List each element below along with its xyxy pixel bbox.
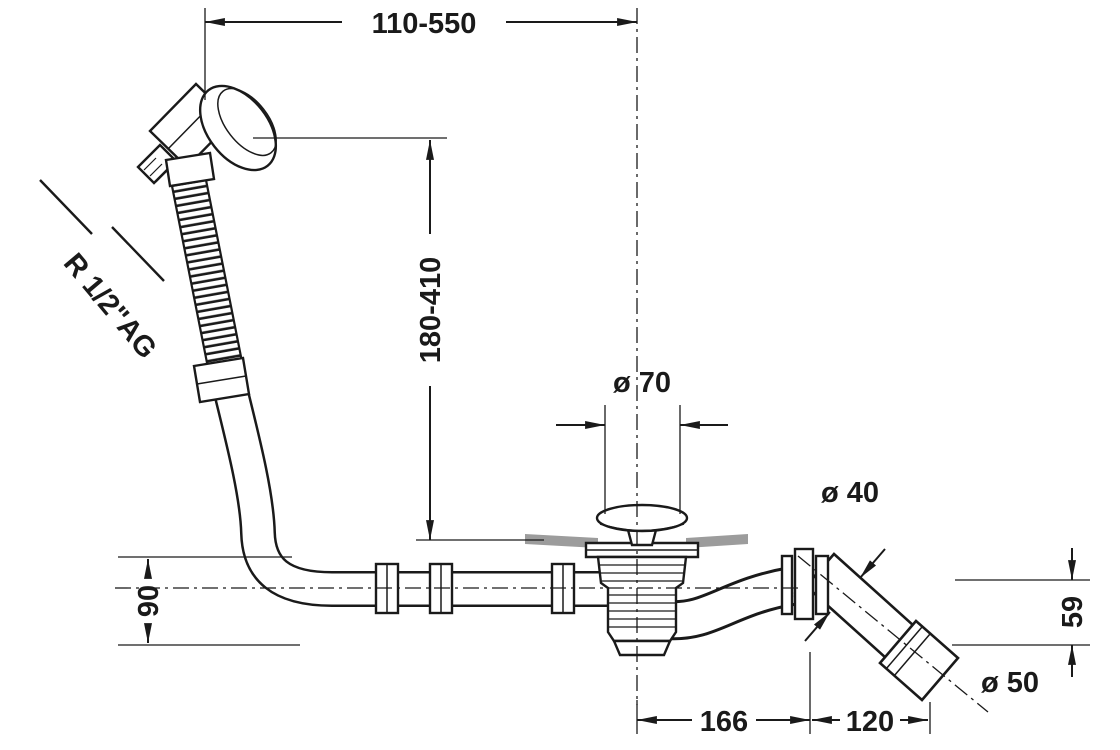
tub-surface-right [686,534,748,548]
waste-outlet-sweep [666,566,796,641]
dim-overflow-height: 180-410 [253,137,544,541]
waste-body [584,541,700,657]
thread-label: R 1/2"AG [39,179,165,365]
dim-label-overflow-height: 180-410 [415,257,447,363]
outlet-coupling [878,619,960,702]
dim-outlet-pipe-diameter: ø 40 [804,477,886,642]
dim-outlet-end-height: 59 [955,548,1090,677]
hose-connector [164,151,216,188]
waste-bottom-cap [612,639,672,657]
drain-plug [595,503,689,547]
dim-hose-reach: 110-550 [204,8,637,100]
dim-label-waste-diameter: ø 70 [613,367,671,399]
dim-label-outlet-end-diameter: ø 50 [981,667,1039,699]
outlet-centerline [797,555,989,713]
bath-waste-fitting [136,82,960,702]
dim-bottom-chain: 166 120 [636,652,931,738]
rotary-knob [198,84,278,172]
waste-housing [596,555,688,643]
dim-overflow-inlet-height: 90 [118,556,292,643]
dim-label-waste-to-bend: 166 [700,706,748,738]
dim-waste-diameter: ø 70 [556,367,728,514]
thread-spec-label: R 1/2"AG [57,247,163,365]
dim-outlet-end-diameter: ø 50 [981,667,1039,699]
waste-body-ribs [600,564,684,628]
hose-clamp [192,356,251,404]
dim-label-bend-to-outlet: 120 [846,706,894,738]
overflow-tube [211,379,614,607]
knob-ring [217,87,277,157]
overflow-head [136,82,278,188]
corrugated-hose [170,178,248,390]
dim-label-hose-reach: 110-550 [372,8,477,40]
pipe-clamp [780,547,830,621]
tub-surface-left [525,534,598,548]
dim-label-outlet-pipe-diameter: ø 40 [821,477,879,509]
dim-label-overflow-inlet-height: 90 [133,585,165,617]
dim-label-outlet-end-height: 59 [1057,596,1089,628]
plug-stem [626,528,658,547]
